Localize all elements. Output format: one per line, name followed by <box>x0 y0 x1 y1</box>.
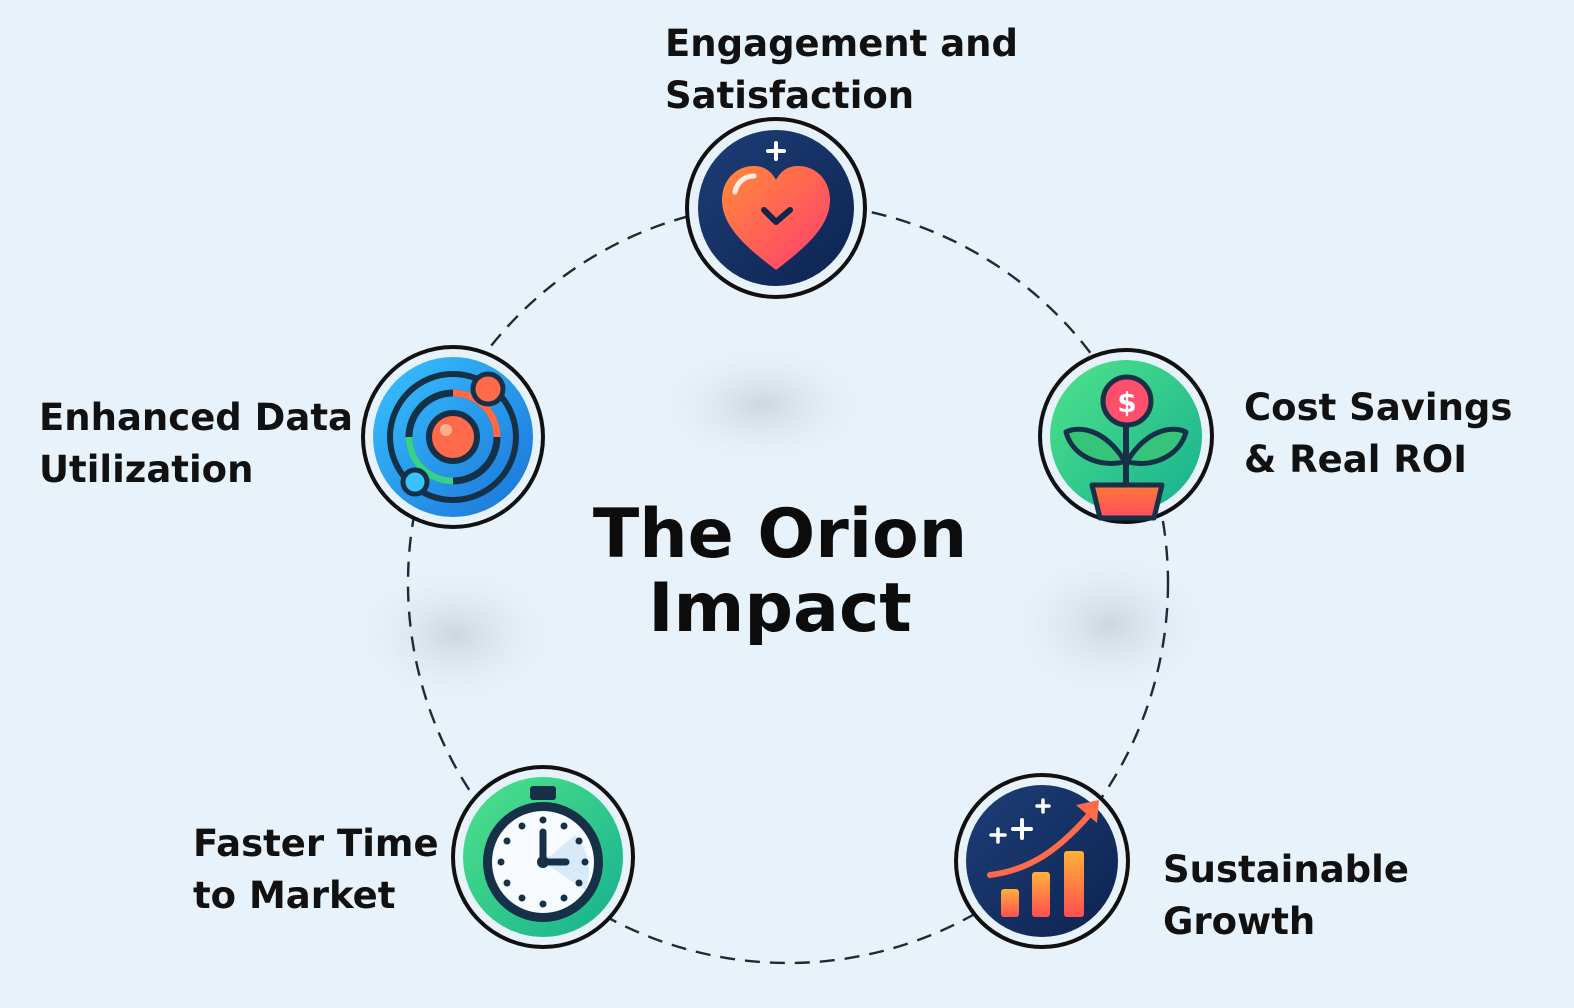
svg-text:$: $ <box>1117 386 1136 419</box>
node-label-engagement: Engagement and Satisfaction <box>665 18 1018 122</box>
label-line: Growth <box>1163 900 1316 943</box>
node-label-cost-savings: Cost Savings & Real ROI <box>1244 382 1512 486</box>
stopwatch-icon <box>451 765 635 949</box>
node-label-sustainable-growth: Sustainable Growth <box>1163 844 1409 948</box>
label-line: Satisfaction <box>665 74 915 117</box>
center-title-line: Impact <box>648 569 912 648</box>
shadow-blob-left <box>345 560 565 710</box>
label-line: Sustainable <box>1163 848 1409 891</box>
center-title: The Orion Impact <box>580 498 980 646</box>
center-title-line: The Orion <box>592 495 968 574</box>
growth-chart-icon <box>954 773 1130 949</box>
label-line: Engagement and <box>665 22 1018 65</box>
heart-icon <box>685 117 867 299</box>
label-line: Utilization <box>39 448 254 491</box>
label-line: Faster Time <box>193 822 439 865</box>
shadow-blob-right <box>1000 545 1220 705</box>
shadow-blob-top <box>647 340 877 470</box>
label-line: to Market <box>193 874 396 917</box>
label-line: & Real ROI <box>1244 438 1467 481</box>
label-line: Cost Savings <box>1244 386 1513 429</box>
node-label-faster-time: Faster Time to Market <box>193 818 439 922</box>
orbit-icon <box>361 345 545 529</box>
money-plant-icon: $ <box>1038 348 1214 524</box>
label-line: Enhanced Data <box>39 396 353 439</box>
node-label-enhanced-data: Enhanced Data Utilization <box>39 392 353 496</box>
